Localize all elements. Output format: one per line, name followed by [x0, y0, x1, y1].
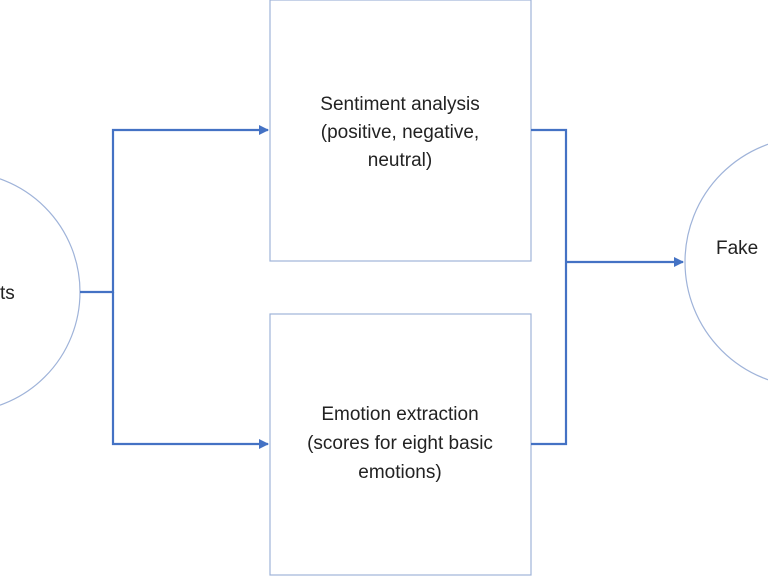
sentiment-box-line-2: (positive, negative,	[321, 122, 479, 143]
input-node-label: ts	[0, 283, 15, 304]
emotion-box-line-2: (scores for eight basic	[307, 433, 493, 454]
connector-sentiment-to-merge	[531, 128, 568, 446]
sentiment-analysis-box	[269, 0, 532, 262]
connector-input-to-emotion	[111, 292, 269, 449]
emotion-box-line-3: emotions)	[358, 462, 441, 483]
sentiment-box-line-1: Sentiment analysis	[320, 94, 479, 115]
output-node-circle	[684, 143, 768, 381]
output-node-label: Fake	[716, 238, 758, 259]
emotion-box-line-1: Emotion extraction	[321, 404, 478, 425]
sentiment-box-line-3: neutral)	[368, 150, 432, 171]
emotion-extraction-box	[269, 313, 532, 576]
connector-input-to-sentiment	[80, 125, 269, 294]
